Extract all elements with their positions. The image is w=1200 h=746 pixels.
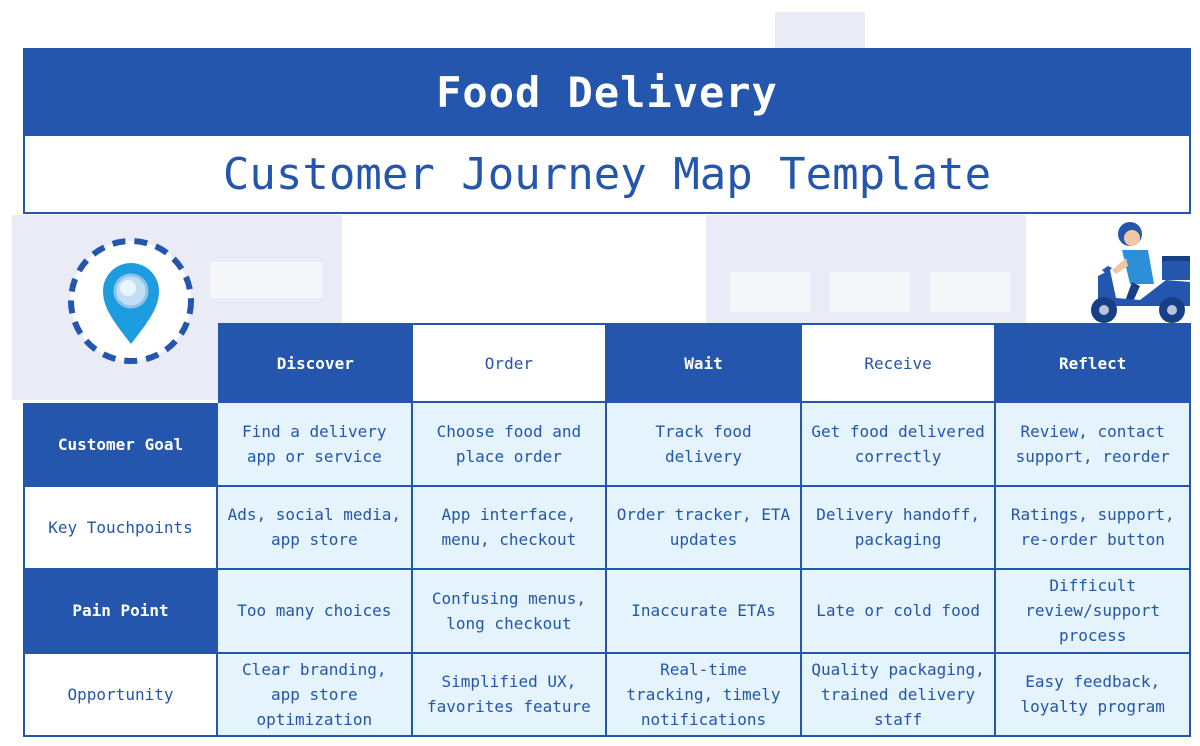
- table-cell: Get food delivered correctly: [801, 403, 997, 487]
- table-cell: Ratings, support, re-order button: [996, 486, 1191, 570]
- background-building-right-window: [930, 272, 1010, 312]
- table-cell: Simplified UX, favorites feature: [412, 653, 608, 737]
- stage-header-order: Order: [412, 323, 608, 403]
- page-subtitle: Customer Journey Map Template: [23, 136, 1191, 214]
- table-cell: Order tracker, ETA updates: [607, 486, 802, 570]
- background-building-left-window: [210, 262, 322, 298]
- table-cell: Quality packaging, trained delivery staf…: [801, 653, 997, 737]
- table-cell: Confusing menus, long checkout: [412, 570, 608, 654]
- table-cell: Track food delivery: [607, 403, 802, 487]
- table-cell: Real-time tracking, timely notifications: [607, 653, 802, 737]
- table-cell: Delivery handoff, packaging: [801, 486, 997, 570]
- table-cell: Review, contact support, reorder: [996, 403, 1191, 487]
- table-cell: Difficult review/support process: [996, 570, 1191, 654]
- stage-header-reflect: Reflect: [996, 323, 1191, 403]
- table-cell: Easy feedback, loyalty program: [996, 653, 1191, 737]
- stage-header-wait: Wait: [607, 323, 802, 403]
- stage-header-discover: Discover: [218, 323, 413, 403]
- row-label-customer-goal: Customer Goal: [23, 403, 218, 487]
- row-label-opportunity: Opportunity: [23, 653, 218, 737]
- journey-map-table: Discover Order Wait Receive Reflect Cust…: [23, 323, 1191, 737]
- table-cell: Ads, social media, app store: [218, 486, 413, 570]
- table-cell: Clear branding, app store optimization: [218, 653, 413, 737]
- delivery-scooter-icon: [1091, 222, 1190, 323]
- background-building-top: [775, 12, 865, 48]
- table-cell: Inaccurate ETAs: [607, 570, 802, 654]
- page-title: Food Delivery: [23, 48, 1191, 136]
- stage-header-receive: Receive: [801, 323, 997, 403]
- row-label-key-touchpoints: Key Touchpoints: [23, 486, 218, 570]
- background-building-right-window: [730, 272, 810, 312]
- table-cell: Find a delivery app or service: [218, 403, 413, 487]
- location-pin-icon: [68, 238, 194, 364]
- background-building-right-window: [830, 272, 910, 312]
- table-corner: [23, 323, 218, 403]
- table-cell: Too many choices: [218, 570, 413, 654]
- table-cell: Choose food and place order: [412, 403, 608, 487]
- table-cell: Late or cold food: [801, 570, 997, 654]
- row-label-pain-point: Pain Point: [23, 570, 218, 654]
- table-cell: App interface, menu, checkout: [412, 486, 608, 570]
